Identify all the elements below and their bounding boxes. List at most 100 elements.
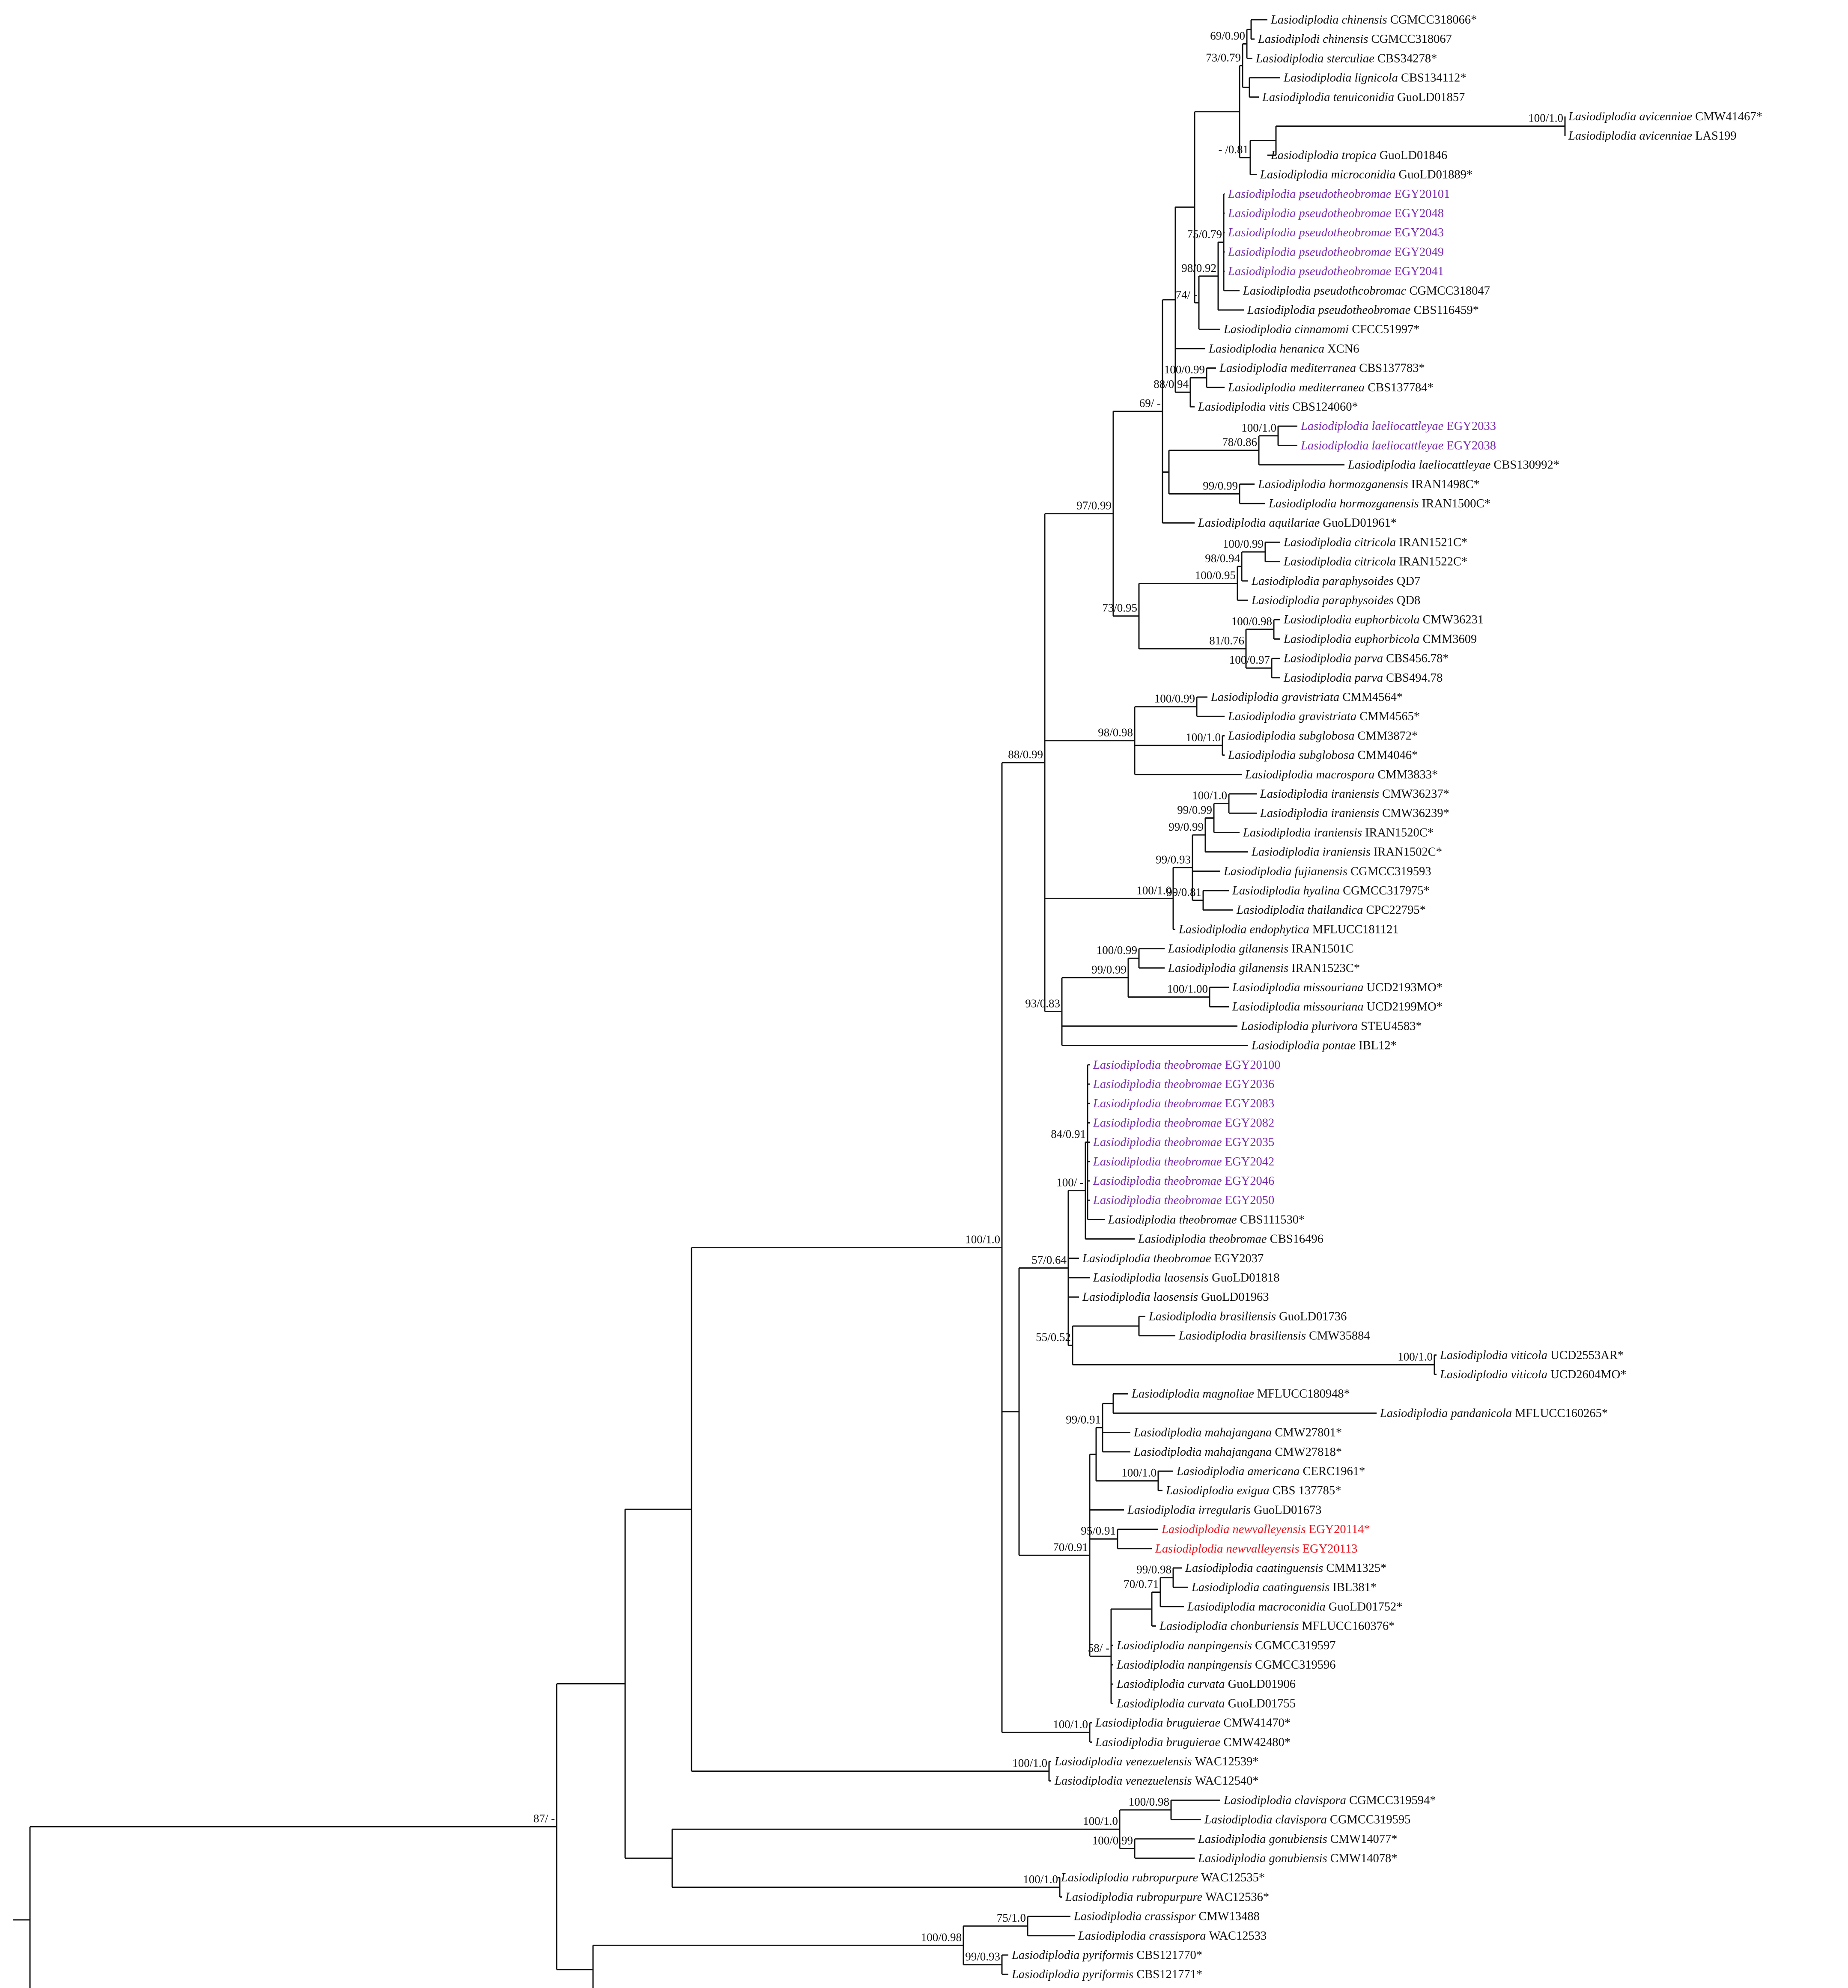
taxon-genus: Lasiodiplodia <box>1093 1174 1164 1188</box>
taxon-genus: Lasiodiplodia <box>1078 1929 1149 1943</box>
taxon-genus: Lasiodiplodia <box>1198 516 1269 530</box>
taxon-strain: IRAN1500C* <box>1422 497 1490 510</box>
taxon-genus: Lasiodiplodia <box>1185 1562 1256 1575</box>
taxon-strain: WAC12536* <box>1205 1890 1269 1904</box>
taxon-strain: IBL381* <box>1332 1581 1377 1594</box>
taxon-epithet: laosensis <box>1154 1291 1201 1304</box>
taxon-strain: CMW36237* <box>1382 787 1449 801</box>
taxon-label: Lasiodiplodia paraphysoides QD7 <box>1251 575 1420 588</box>
taxon-label: Lasiodiplodia pontae IBL12* <box>1251 1039 1397 1052</box>
taxon-genus: Lasiodiplodia <box>1095 1717 1166 1730</box>
taxon-strain: LAS199 <box>1695 129 1737 143</box>
taxon-epithet: brasiliensis <box>1220 1310 1279 1323</box>
taxon-strain: IRAN1523C* <box>1291 962 1360 975</box>
taxon-genus: Lasiodiplodia <box>1440 1368 1511 1381</box>
support-value: 81/0.76 <box>1209 634 1244 647</box>
taxon-strain: CGMCC318047 <box>1409 284 1490 298</box>
taxon-epithet: vitis <box>1269 400 1293 414</box>
taxon-strain: EGY2041 <box>1394 265 1444 278</box>
taxon-genus: Lasiodiplodia <box>1247 304 1318 317</box>
taxon-label: Lasiodiplodia chinensis CGMCC318066* <box>1270 13 1477 27</box>
taxon-genus: Lasiodiplodia <box>1093 1271 1164 1285</box>
taxon-strain: EGY2083 <box>1225 1097 1275 1110</box>
taxon-genus: Lasiodiplodia <box>1228 245 1299 259</box>
taxon-strain: CBS111530* <box>1240 1213 1305 1226</box>
taxon-epithet: viticola <box>1511 1368 1551 1381</box>
taxon-genus: Lasiodiplodia <box>1093 1194 1164 1207</box>
taxon-label: Lasiodiplodia caatinguensis IBL381* <box>1191 1581 1377 1594</box>
taxon-genus: Lasiodiplodia <box>1440 1349 1511 1362</box>
support-value: 100/1.00 <box>1167 983 1208 995</box>
taxon-labels: Lasiodiplodia chinensis CGMCC318066* Lasi… <box>697 13 1762 1988</box>
taxon-genus: Lasiodiplodia <box>1283 555 1355 569</box>
support-value: 100/1.0 <box>1012 1757 1047 1770</box>
support-value: 70/0.91 <box>1053 1541 1088 1553</box>
taxon-genus: Lasiodiplodia <box>1300 420 1372 433</box>
support-value: 98/0.98 <box>1098 726 1133 739</box>
support-value: 97/0.99 <box>1076 499 1112 512</box>
taxon-strain: CMW27818* <box>1275 1446 1342 1459</box>
taxon-epithet: gonubiensis <box>1269 1833 1330 1846</box>
taxon-genus: Lasiodiplodia <box>1161 1523 1233 1536</box>
taxon-epithet: newvalleyensis <box>1233 1523 1309 1536</box>
taxon-strain: GuoLD01961* <box>1323 516 1397 530</box>
taxon-label: Lasiodiplodia pseudotheobromae EGY2048 <box>1228 207 1444 220</box>
taxon-strain: GuoLD01755 <box>1228 1697 1296 1710</box>
taxon-epithet: theobromae <box>1164 1078 1225 1091</box>
taxon-strain: IRAN1501C <box>1291 942 1354 956</box>
support-value: 100/1.0 <box>1186 731 1221 744</box>
taxon-strain: WAC12539* <box>1195 1755 1259 1768</box>
taxon-genus: Lasiodiplodia <box>1223 323 1295 336</box>
taxon-epithet: mediterranea <box>1291 362 1359 375</box>
taxon-strain: CMW41470* <box>1223 1717 1291 1730</box>
taxon-genus: Lasiodiplodia <box>1251 594 1323 607</box>
taxon-label: Lasiodiplodia avicenniae CMW41467* <box>1568 110 1762 123</box>
taxon-label: Lasiodiplodia gravistriata CMM4564* <box>1210 691 1403 704</box>
taxon-epithet: plurivora <box>1311 1019 1361 1033</box>
taxon-label: Lasiodiplodia hyalina CGMCC317975* <box>1232 884 1430 897</box>
taxon-genus: Lasiodiplodia <box>1073 1910 1145 1923</box>
taxon-genus: Lasiodiplodia <box>1116 1639 1188 1652</box>
taxon-genus: Lasiodiplodia <box>1148 1310 1220 1323</box>
taxon-label: Lasiodiplodia clavispora CGMCC319594* <box>1223 1794 1436 1807</box>
taxon-epithet: pseudotheobromae <box>1298 226 1395 239</box>
support-value: 100/1.0 <box>1121 1466 1156 1479</box>
taxon-label: Lasiodiplodia theobromae CBS16496 <box>1138 1233 1323 1246</box>
taxon-genus: Lasiodiplodia <box>1054 1755 1126 1768</box>
taxon-label: Lasiodiplodia iraniensis IRAN1520C* <box>1243 826 1434 839</box>
taxon-genus: Lasiodiplodia <box>1228 729 1299 742</box>
taxon-strain: UCD2199MO* <box>1367 1000 1443 1013</box>
taxon-epithet: euphorbicola <box>1355 613 1423 626</box>
taxon-strain: CGMCC318066* <box>1390 13 1477 27</box>
taxon-strain: CGMCC319593 <box>1350 865 1431 878</box>
support-value: 100/1.0 <box>1528 112 1563 125</box>
taxon-epithet: pseudotheobromae <box>1317 304 1414 317</box>
support-value: 70/0.71 <box>1124 1578 1159 1591</box>
taxon-genus: Lasiodiplodia <box>1208 342 1280 355</box>
taxon-epithet: theobromae <box>1164 1155 1225 1168</box>
taxon-strain: MFLUCC160265* <box>1515 1407 1608 1420</box>
taxon-strain: CFCC51997* <box>1352 323 1419 336</box>
taxon-genus: Lasiodiplodia <box>1131 1387 1203 1401</box>
taxon-label: Lasiodiplodia hormozganensis IRAN1498C* <box>1258 478 1480 491</box>
taxon-epithet: pandanicola <box>1450 1407 1515 1420</box>
taxon-strain: EGY2038 <box>1446 439 1496 452</box>
taxon-strain: GuoLD01906 <box>1228 1678 1296 1691</box>
taxon-epithet: parva <box>1354 652 1386 665</box>
taxon-label: Lasiodiplodia crassispora WAC12533 <box>1078 1929 1267 1943</box>
support-value: 55/0.52 <box>1036 1331 1071 1344</box>
taxon-genus: Lasiodiplodia <box>1260 807 1331 820</box>
taxon-epithet: margaritace <box>768 1987 831 1988</box>
taxon-epithet: mahajangana <box>1205 1426 1275 1440</box>
taxon-genus: Lasiodiplodia <box>1232 884 1303 897</box>
support-value: 78/0.86 <box>1222 436 1257 449</box>
taxon-strain: EGY2042 <box>1225 1155 1275 1168</box>
taxon-strain: CPC22795* <box>1366 903 1425 917</box>
taxon-genus: Lasiodiplodia <box>1223 1794 1295 1807</box>
taxon-strain: UCD2604MO* <box>1550 1368 1626 1381</box>
taxon-genus: Lasiodiplodia <box>1228 188 1299 201</box>
taxon-label: Lasiodiplodia theobromae EGY2082 <box>1093 1116 1274 1130</box>
taxon-genus: Lasiodiplodia <box>1198 400 1269 414</box>
taxon-label: Lasiodiplodia clavispora CGMCC319595 <box>1204 1813 1410 1827</box>
